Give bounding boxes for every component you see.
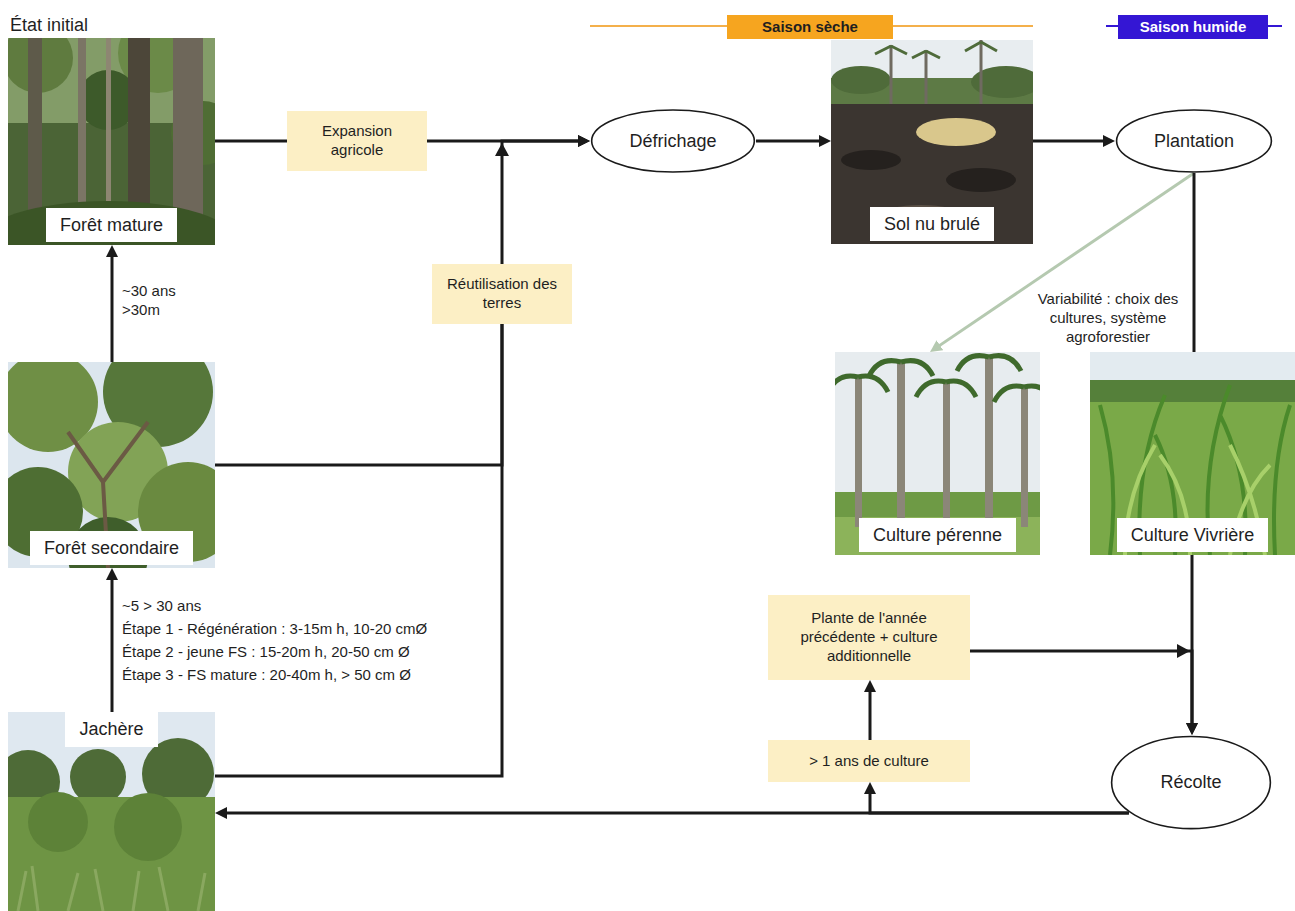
perennial-crop-photo [985,357,993,527]
flow-arrow [111,574,114,712]
flow-arrow [970,651,1192,729]
step-box: Réutilisation des terres [432,264,572,324]
edge-label: ~5 > 30 ans [122,597,322,616]
photo-caption: Forêt mature [46,208,177,243]
burnt-soil-photo [831,40,1033,244]
node-text: > 1 ans de culture [809,752,929,771]
flow-arrow [869,686,872,740]
secondary-forest-photo [8,362,215,568]
fallow-photo [8,712,215,911]
fallow-photo [18,866,205,911]
flow-arrow [502,141,584,264]
ellipse-outline [1112,736,1271,828]
photo-caption: Sol nu brulé [870,207,994,242]
photo-caption: Culture Vivrière [1117,518,1269,553]
perennial-crop-photo [897,362,905,522]
step-box: > 1 ans de culture [768,740,970,782]
season-badge: Saison humide [1118,15,1268,39]
photo-panel: Forêt secondaire [8,362,215,568]
ellipse-outline [1117,110,1272,172]
photo-panel: Culture Vivrière [1090,352,1295,555]
flow-arrow [1193,173,1196,352]
node-text: Plantation [1154,130,1234,153]
season-badge: Saison sèche [727,15,893,39]
fallow-photo [114,793,182,861]
perennial-crop-photo [943,382,950,522]
fallow-photo [70,749,126,805]
burnt-soil-photo [841,150,901,170]
burnt-soil-photo [946,168,1016,192]
food-crop-photo [1100,385,1290,555]
fallow-photo [8,712,215,911]
perennial-crop-photo [855,377,862,527]
node-text: Défrichage [629,130,716,153]
fallow-photo [28,792,88,852]
photo-panel: Forêt mature [8,38,215,245]
flow-arrow [111,251,114,362]
step-box: Expansion agricole [287,111,427,171]
photo-caption: Culture pérenne [859,518,1016,553]
flow-arrow [215,140,287,143]
flow-arrow [935,173,1194,349]
perennial-crop-photo [835,352,1040,555]
perennial-crop-photo [835,356,1040,402]
photo-caption: Jachère [65,712,157,747]
ellipse-outline [592,110,755,172]
flow-arrow [756,140,825,143]
heading-label: État initial [10,14,88,37]
food-crop-photo [1090,352,1295,555]
perennial-crop-photo [835,492,1040,555]
edge-label: ~30 ans >30m [122,282,186,320]
burnt-soil-photo [875,42,997,58]
perennial-crop-photo [1021,387,1028,527]
food-crop-photo [1090,352,1295,555]
process-ellipse: Défrichage [590,109,756,173]
burnt-soil-photo [916,118,996,146]
stage-note: Étape 3 - FS mature : 20-40m h, > 50 cm … [122,666,411,685]
flow-arrow [870,788,1129,813]
node-text: Récolte [1160,771,1221,794]
burnt-soil-photo [831,104,1033,244]
mature-forest-photo [8,38,215,245]
photo-panel: Jachère [8,712,215,911]
node-text: Réutilisation des terres [442,275,562,313]
stage-note: Étape 2 - jeune FS : 15-20m h, 20-50 cm … [122,643,410,662]
flow-arrow [215,324,502,776]
node-text: Saison sèche [762,18,858,37]
step-box: Plante de l'année précédente + culture a… [768,595,970,680]
process-ellipse: Plantation [1115,109,1273,173]
photo-panel: Sol nu brulé [831,40,1033,244]
node-text: Expansion agricole [297,122,417,160]
perennial-crop-photo [835,517,1040,555]
stage-note: Étape 1 - Régénération : 3-15m h, 10-20 … [122,620,427,639]
photo-caption: Forêt secondaire [30,531,193,566]
node-text: Plante de l'année précédente + culture a… [778,609,960,665]
flow-arrow [215,324,502,465]
food-crop-photo [1090,402,1295,555]
process-ellipse: Récolte [1110,735,1272,830]
edge-label: Variabilité : choix des cultures, systèm… [1030,290,1186,346]
mature-forest-photo [8,201,215,245]
photo-panel: Culture pérenne [835,352,1040,555]
node-text: Saison humide [1140,18,1247,37]
flow-arrow [1033,140,1109,143]
burnt-soil-photo [831,66,891,94]
